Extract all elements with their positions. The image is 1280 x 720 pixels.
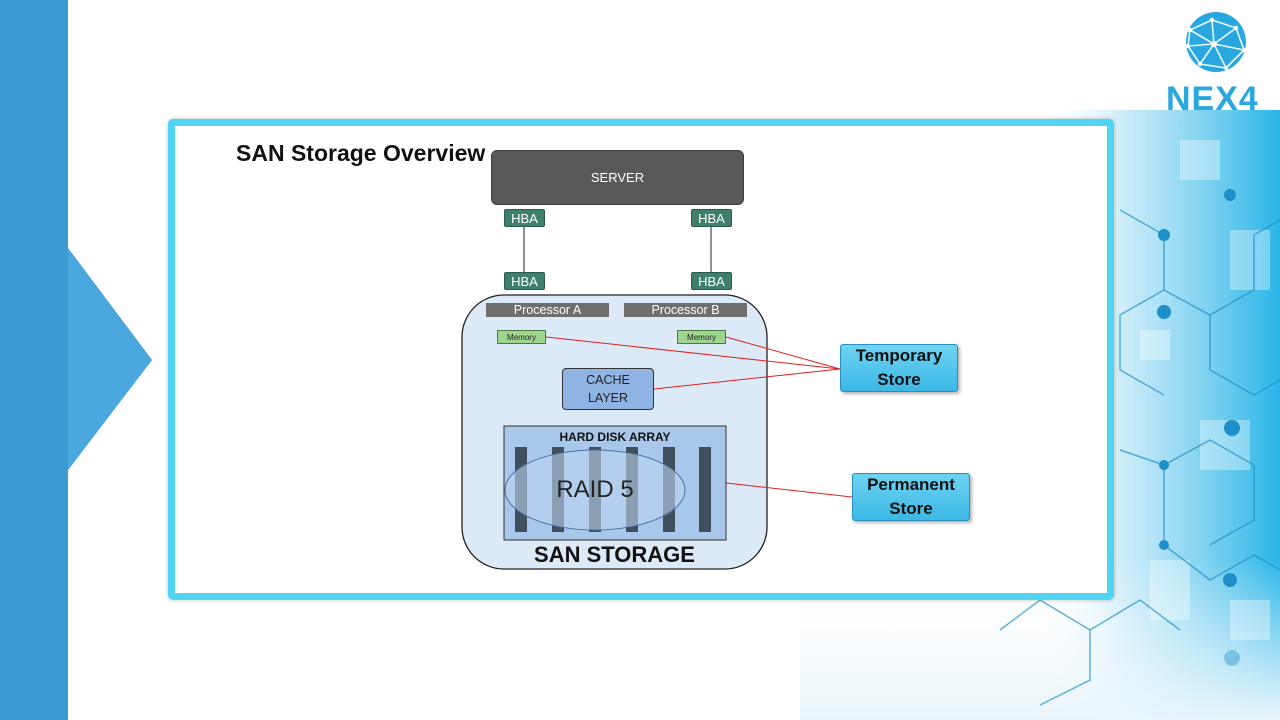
tech-squares bbox=[1140, 140, 1270, 640]
temporary-store-label: Temporary Store bbox=[855, 346, 943, 389]
left-chevron-highlight bbox=[68, 248, 152, 470]
hba-storage-left: HBA bbox=[504, 272, 545, 290]
hba-storage-right: HBA bbox=[691, 272, 732, 290]
memory-a: Memory bbox=[497, 330, 546, 344]
memory-b: Memory bbox=[677, 330, 726, 344]
hard-disk-array-label: HARD DISK ARRAY bbox=[559, 430, 671, 444]
san-storage-label: SAN STORAGE bbox=[534, 542, 695, 567]
globe-icon bbox=[1185, 12, 1247, 72]
server-box: SERVER bbox=[491, 150, 744, 205]
cache-layer: CACHE LAYER bbox=[562, 368, 654, 410]
slide-title: SAN Storage Overview bbox=[236, 140, 486, 166]
hba-server-right: HBA bbox=[691, 209, 732, 227]
temporary-store-box: Temporary Store bbox=[840, 344, 958, 392]
logo-text: NEX4 bbox=[1166, 80, 1259, 118]
cache-layer-label: CACHE LAYER bbox=[586, 373, 630, 405]
raid-label: RAID 5 bbox=[556, 476, 634, 503]
hex-nodes bbox=[1157, 189, 1240, 666]
processor-a: Processor A bbox=[486, 303, 609, 317]
permanent-store-box: Permanent Store bbox=[852, 473, 970, 521]
permanent-store-label: Permanent Store bbox=[867, 475, 955, 518]
hba-server-left: HBA bbox=[504, 209, 545, 227]
processor-b: Processor B bbox=[624, 303, 747, 317]
